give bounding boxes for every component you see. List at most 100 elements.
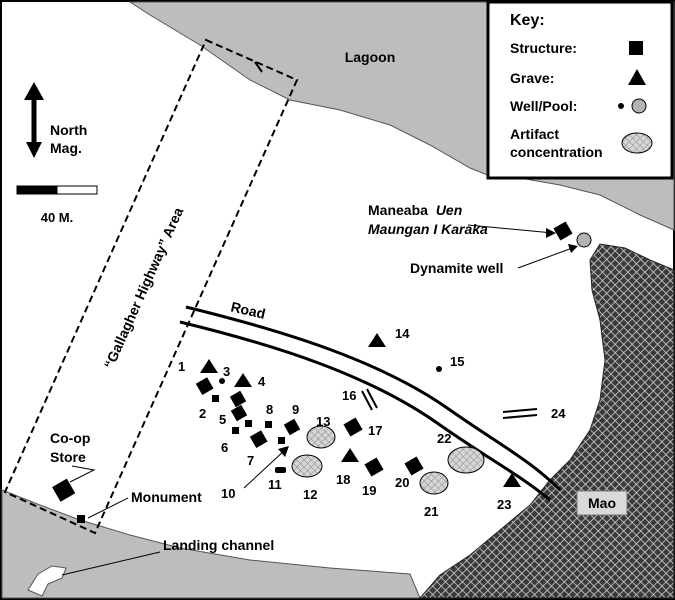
feature-number-19: 19 xyxy=(362,483,376,498)
feature-number-22: 22 xyxy=(437,431,451,446)
feature-number-15: 15 xyxy=(450,354,464,369)
feature-number-20: 20 xyxy=(395,475,409,490)
structure-5a xyxy=(229,390,247,408)
feature-10-arrow-head xyxy=(278,446,289,457)
key-structure-label: Structure: xyxy=(510,40,577,56)
structure-5b xyxy=(230,404,248,422)
structure-19 xyxy=(364,457,384,477)
mag-label: Mag. xyxy=(50,140,82,156)
feature-number-7: 7 xyxy=(247,453,254,468)
feature-number-10: 10 xyxy=(221,486,235,501)
north-arrow-icon xyxy=(24,82,44,158)
key-grave-label: Grave: xyxy=(510,70,554,86)
feature-number-12: 12 xyxy=(303,487,317,502)
key-artifact-icon xyxy=(621,132,653,154)
maneaba-arrow-head xyxy=(546,228,556,238)
mao-label-box xyxy=(576,490,628,516)
key-well-label: Well/Pool: xyxy=(510,98,577,114)
key-artifact-label: Artifact xyxy=(510,126,559,142)
structure-7 xyxy=(249,430,268,449)
structure-2 xyxy=(212,395,219,402)
grave-1 xyxy=(200,359,218,373)
dynamite-arrow xyxy=(517,246,576,269)
grave-23 xyxy=(503,473,521,487)
dynamite-well-pool xyxy=(576,232,592,248)
monument-leader xyxy=(87,497,129,519)
landing-channel-label: Landing channel xyxy=(163,537,274,553)
structure-1 xyxy=(195,377,214,396)
maneaba-label: Maneaba Uen xyxy=(368,202,462,218)
scale-bar xyxy=(16,185,98,195)
feature-number-5: 5 xyxy=(219,412,226,427)
structure-8a xyxy=(245,420,252,427)
mao-label: Mao xyxy=(588,495,616,511)
artifact-22 xyxy=(447,446,485,474)
channel-islet xyxy=(27,565,67,597)
scale-label: 40 M. xyxy=(41,210,74,225)
highway-corner-mark xyxy=(254,61,263,73)
north-label: North xyxy=(50,122,87,138)
feature-number-21: 21 xyxy=(424,504,438,519)
well-15 xyxy=(436,366,442,372)
maneaba-structure xyxy=(553,221,573,241)
feature-16-mark xyxy=(361,388,378,411)
feature-number-14: 14 xyxy=(395,326,410,341)
structure-17 xyxy=(343,417,363,437)
maneaba-label-2: Maungan I Karaka xyxy=(368,221,488,237)
feature-24-mark xyxy=(502,408,538,419)
monument-structure xyxy=(77,515,85,523)
monument-label: Monument xyxy=(131,489,202,505)
grave-4 xyxy=(234,373,252,387)
dynamite-arrow-head xyxy=(568,244,578,253)
key-pool-icon xyxy=(631,98,647,114)
maneaba-arrow xyxy=(467,224,554,234)
feature-number-8: 8 xyxy=(266,402,273,417)
feature-number-11: 11 xyxy=(268,477,282,492)
artifact-21 xyxy=(419,471,449,495)
grave-14 xyxy=(368,333,386,347)
feature-number-1: 1 xyxy=(178,359,185,374)
coop-label-2: Store xyxy=(50,449,86,465)
key-title: Key: xyxy=(510,12,545,29)
grave-18 xyxy=(341,448,359,462)
structure-20 xyxy=(404,456,424,476)
key-artifact-label-2: concentration xyxy=(510,144,603,160)
road-edge-south xyxy=(179,320,551,502)
feature-number-18: 18 xyxy=(336,472,350,487)
gallagher-highway-area xyxy=(3,38,299,535)
feature-number-17: 17 xyxy=(368,423,382,438)
feature-number-2: 2 xyxy=(199,406,206,421)
feature-number-13: 13 xyxy=(316,414,330,429)
feature-number-16: 16 xyxy=(342,388,356,403)
structure-8b xyxy=(265,421,272,428)
feature-number-9: 9 xyxy=(292,402,299,417)
landing-channel-water xyxy=(1,489,421,599)
coop-label: Co-op xyxy=(50,430,90,446)
map-key: Key: Structure: Grave: Well/Pool: Artifa… xyxy=(486,0,674,180)
feature-number-3: 3 xyxy=(223,364,230,379)
structure-11 xyxy=(275,467,286,473)
road-edge-north xyxy=(185,305,562,492)
maneaba-prefix: Maneaba xyxy=(368,202,428,218)
feature-number-23: 23 xyxy=(497,497,511,512)
key-grave-icon xyxy=(628,69,646,85)
feature-10-arrow xyxy=(243,449,286,489)
dynamite-well-label: Dynamite well xyxy=(410,260,503,276)
structure-6 xyxy=(232,427,239,434)
artifact-12 xyxy=(291,454,323,478)
coop-store-structure xyxy=(52,478,76,502)
maneaba-italic: Uen xyxy=(436,202,462,218)
lagoon-label: Lagoon xyxy=(345,49,396,65)
structure-9b xyxy=(278,437,285,444)
structure-9a xyxy=(283,418,301,436)
channel-leader xyxy=(61,551,161,576)
key-well-icon xyxy=(618,103,624,109)
feature-number-4: 4 xyxy=(258,374,266,389)
coop-leader xyxy=(69,465,96,483)
key-structure-icon xyxy=(629,41,643,55)
road-label: Road xyxy=(229,298,267,321)
well-3 xyxy=(219,378,225,384)
feature-number-6: 6 xyxy=(221,440,228,455)
feature-number-24: 24 xyxy=(551,406,566,421)
